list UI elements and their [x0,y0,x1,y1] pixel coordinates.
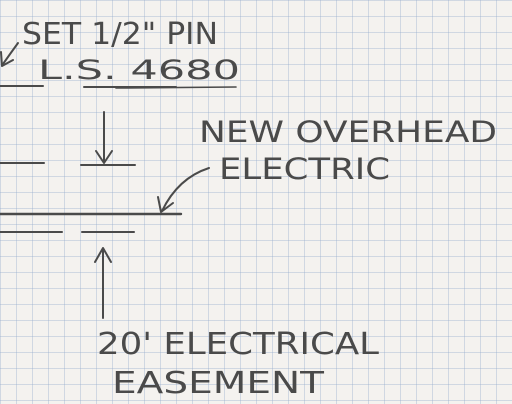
electric-arrowhead [157,196,174,213]
pin-leader-arrow [2,42,19,65]
pin-note-line-1: SET 1/2" PIN [22,17,218,52]
dimension-arrow-top-head [95,150,113,164]
electric-note-line-2: ELECTRIC [219,152,390,186]
pin-note-line-2: L.S. 4680 [38,55,240,86]
electric-leader-arrow [161,167,210,212]
easement-note-line-2: EASEMENT [112,366,325,401]
pin-arrowhead [0,51,14,67]
electric-note-line-1: NEW OVERHEAD [199,115,497,149]
easement-note-line-1: 20' ELECTRICAL [97,327,379,362]
